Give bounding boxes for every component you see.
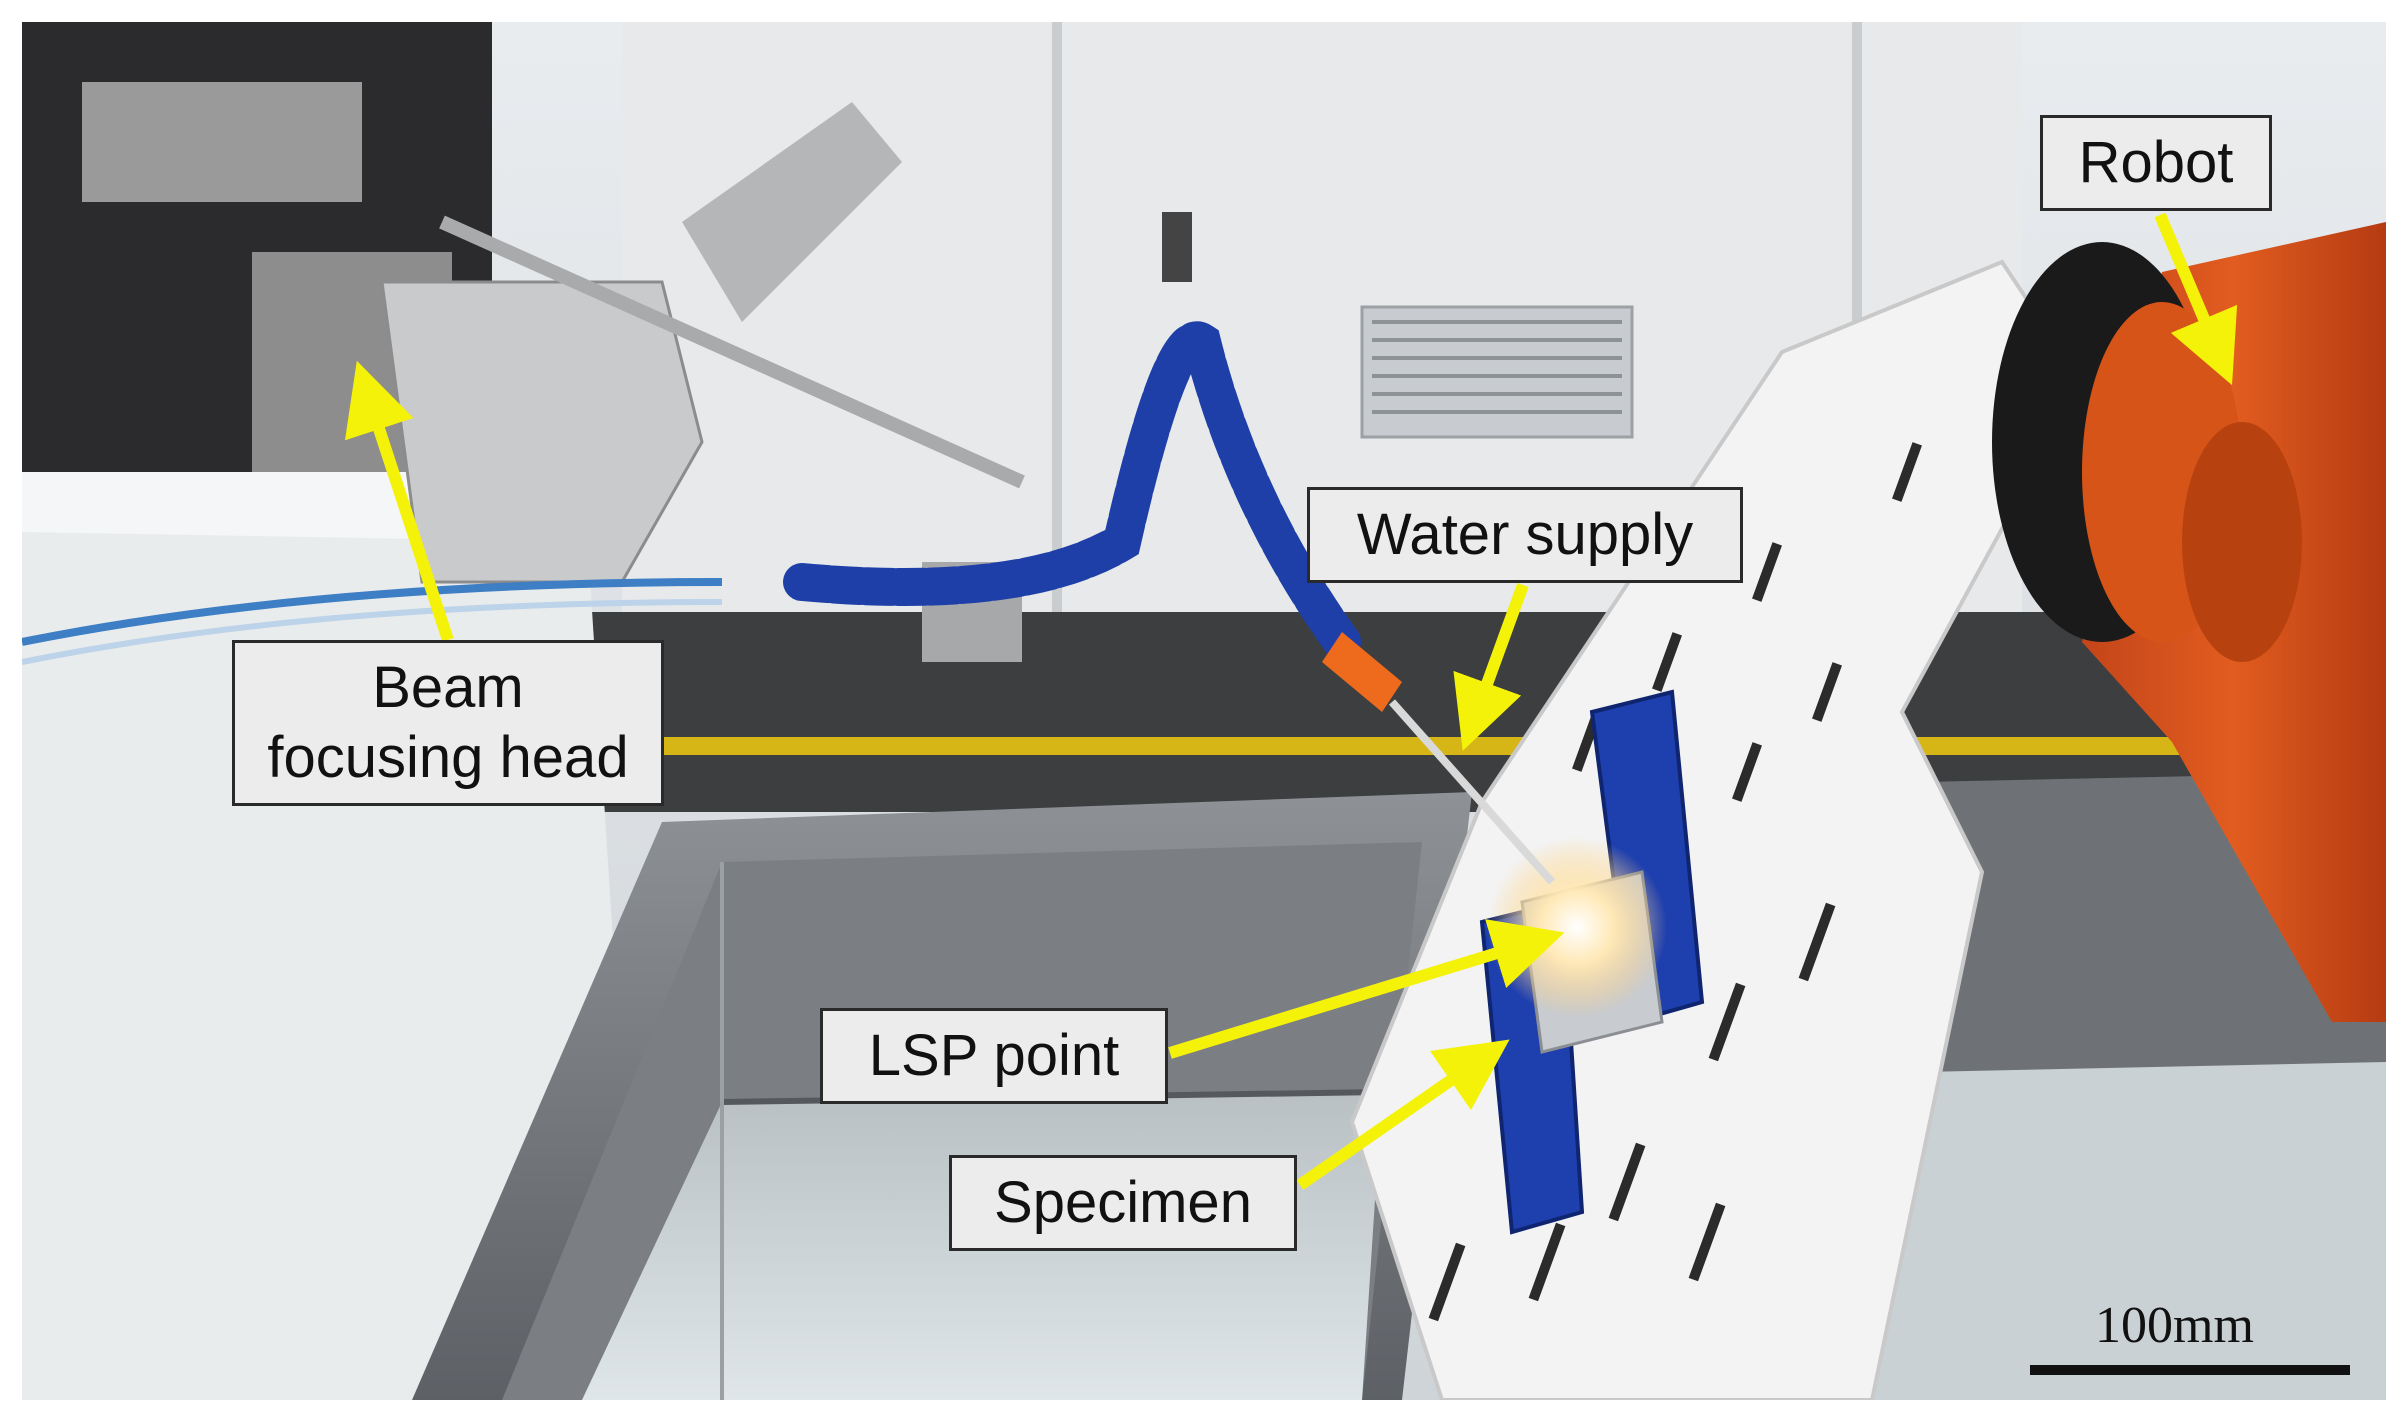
label-robot: Robot (2040, 115, 2272, 211)
arrow-specimen (1296, 1039, 1510, 1190)
vent-grille (1360, 305, 1634, 439)
robot-arm (1992, 222, 2386, 1022)
label-lsp-point: LSP point (820, 1008, 1168, 1104)
photograph (22, 22, 2386, 1400)
label-water-supply: Water supply (1307, 487, 1743, 583)
label-beam-line1: Beam (372, 655, 524, 721)
label-beam-line2: focusing head (267, 725, 629, 790)
label-specimen: Specimen (949, 1155, 1297, 1251)
arrow-lsp-point (1168, 919, 1565, 1059)
arrow-beam-focusing-head (344, 360, 454, 642)
scale-bar (2030, 1365, 2350, 1375)
scale-bar-label: 100mm (2095, 1297, 2254, 1354)
arrow-water-supply (1453, 582, 1529, 751)
beam-focusing-head (22, 22, 1025, 665)
scene-illustration (22, 22, 2386, 1400)
arrow-robot (2154, 212, 2238, 386)
label-beam-focusing-head: Beam focusing head (232, 640, 664, 806)
fixture-plate (1349, 259, 2085, 1400)
coolant-hose (783, 321, 1361, 661)
